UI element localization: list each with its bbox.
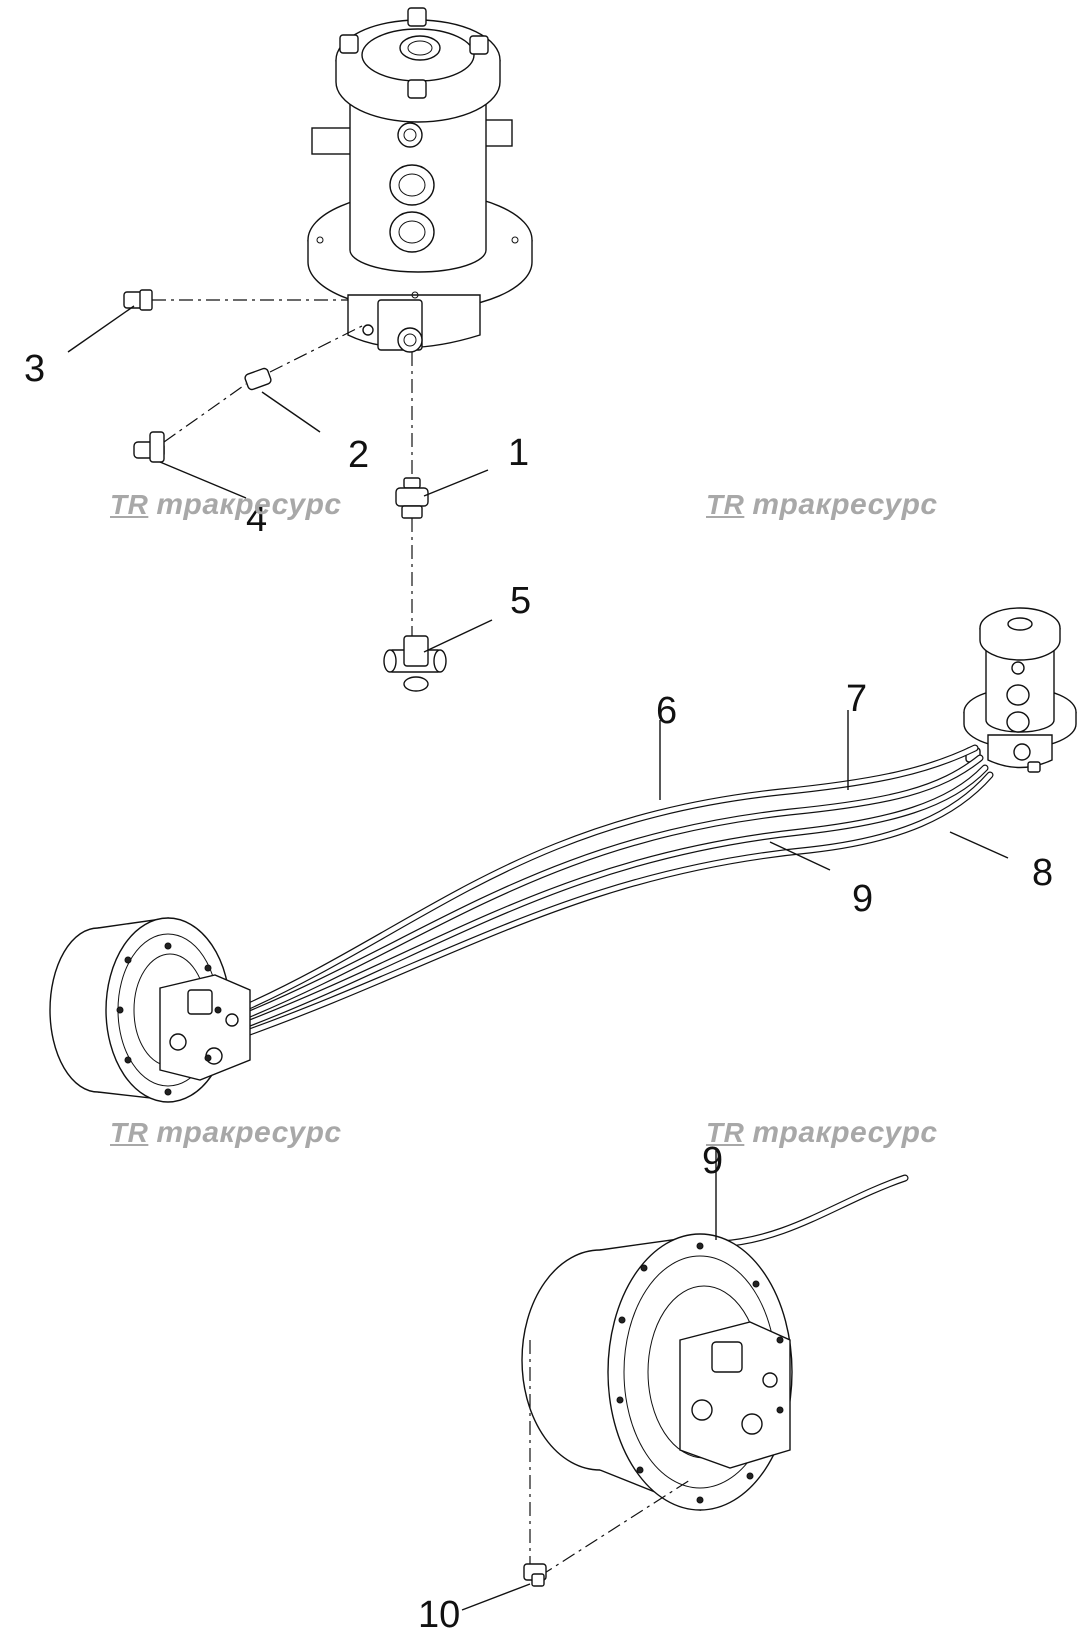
callout-5: 5 [510, 580, 532, 622]
adapter-fitting-part-1 [395, 477, 429, 519]
hydraulic-hose-bundle [236, 744, 994, 1038]
travel-motor-lower [521, 1174, 909, 1512]
swivel-joint-large [307, 7, 533, 353]
leader-3 [67, 305, 135, 353]
leader-4 [159, 461, 247, 499]
watermark-text: тракресурс [752, 1116, 938, 1149]
leader-1 [423, 469, 489, 497]
leader-2 [261, 391, 321, 433]
watermark-logo: TR [706, 1117, 745, 1148]
callout-3: 3 [24, 348, 46, 390]
watermark-logo: TR [110, 489, 149, 520]
travel-motor-upper [49, 917, 251, 1103]
callout-9-lower: 9 [702, 1140, 724, 1182]
watermark-logo: TR [706, 489, 745, 520]
leader-8 [949, 831, 1009, 859]
leader-10 [461, 1583, 531, 1611]
callout-9: 9 [852, 878, 874, 920]
callout-6: 6 [656, 690, 678, 732]
watermark-text: тракресурс [156, 1116, 342, 1149]
fitting-part-2 [244, 367, 272, 391]
watermark-logo: TR [110, 1117, 149, 1148]
elbow-fitting-part-4 [133, 431, 165, 463]
fitting-part-3 [123, 289, 153, 311]
callout-4: 4 [246, 498, 268, 540]
leader-5 [423, 619, 493, 653]
callout-2: 2 [348, 434, 370, 476]
elbow-fitting-part-10 [523, 1563, 547, 1587]
leader-9a [769, 841, 831, 871]
callout-10: 10 [418, 1594, 461, 1636]
callout-7: 7 [846, 678, 868, 720]
tee-fitting-part-5 [383, 635, 447, 692]
callout-8: 8 [1032, 852, 1054, 894]
callout-1: 1 [508, 432, 530, 474]
watermark-text: тракресурс [752, 488, 938, 521]
watermark-text: тракресурс [156, 488, 342, 521]
swivel-joint-small [963, 607, 1077, 773]
